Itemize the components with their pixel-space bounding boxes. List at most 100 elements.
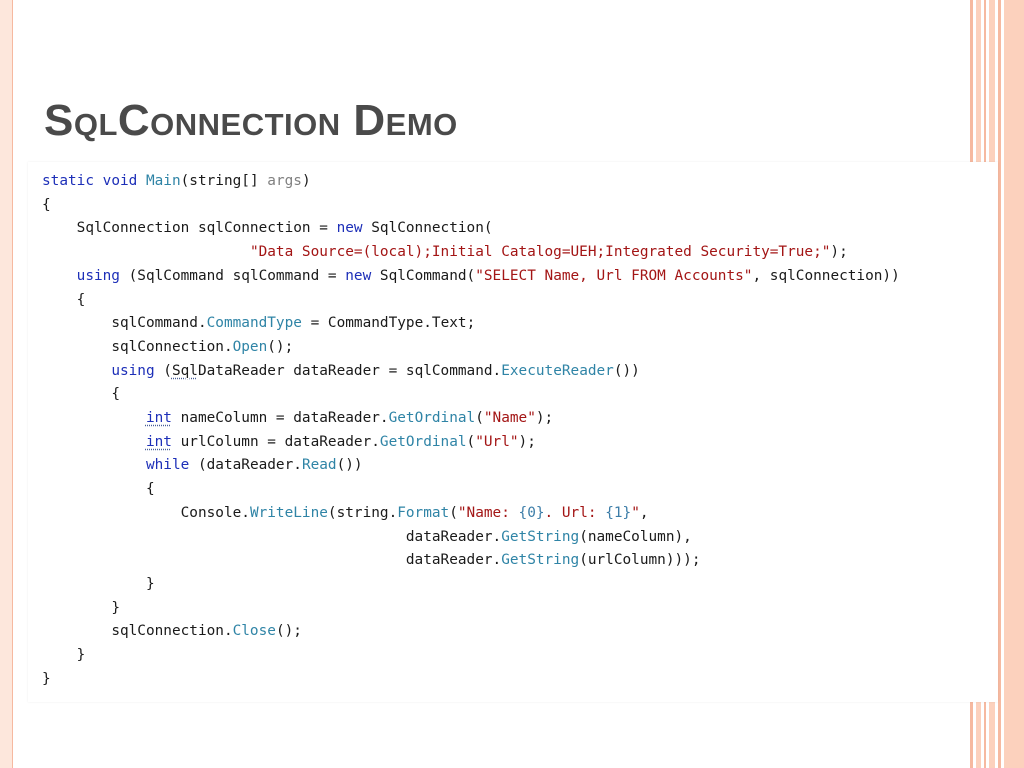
- code-token: "Name:: [457, 504, 519, 521]
- code-line: int urlColumn = dataReader.GetOrdinal("U…: [42, 434, 536, 450]
- code-token: , sqlConnection)): [752, 267, 900, 284]
- code-line: using (SqlCommand sqlCommand = new SqlCo…: [42, 268, 900, 284]
- code-token: "Url": [475, 433, 519, 450]
- code-token: Format: [397, 504, 450, 521]
- code-token: while: [145, 457, 190, 474]
- code-token: int: [145, 410, 172, 427]
- code-token: ()): [613, 362, 640, 379]
- code-token: sqlConnection.: [111, 623, 233, 640]
- code-token: ()): [336, 457, 363, 474]
- code-line: int nameColumn = dataReader.GetOrdinal("…: [42, 410, 553, 426]
- code-token: ;: [466, 315, 476, 332]
- code-token: (string.: [327, 504, 398, 521]
- code-line: {: [42, 386, 120, 402]
- code-token: new: [336, 220, 363, 237]
- code-token: (: [466, 433, 476, 450]
- code-line: Console.WriteLine(string.Format("Name: {…: [42, 505, 649, 521]
- code-line: using (SqlDataReader dataReader = sqlCom…: [42, 363, 640, 379]
- code-token: GetOrdinal: [388, 410, 476, 427]
- code-token: {: [111, 386, 120, 403]
- code-token: Sql: [171, 362, 198, 379]
- code-line: }: [42, 647, 86, 664]
- code-token: using: [111, 362, 155, 379]
- code-token: GetOrdinal: [379, 433, 467, 450]
- code-token: "Data Source=(local);Initial Catalog=UEH…: [249, 244, 831, 261]
- code-line: {: [42, 481, 155, 497]
- code-token: {: [76, 291, 86, 308]
- code-line: dataReader.GetString(nameColumn),: [42, 529, 692, 545]
- code-token: void: [102, 173, 138, 189]
- code-token: ,: [639, 504, 649, 521]
- code-line: sqlConnection.Close();: [42, 623, 302, 639]
- code-token: (: [449, 504, 458, 521]
- code-screenshot: static void Main(string[] args) { SqlCon…: [28, 162, 998, 702]
- code-token: );: [535, 410, 554, 427]
- code-token: sqlConnection.: [111, 338, 233, 355]
- code-line: SqlConnection sqlConnection = new SqlCon…: [42, 220, 493, 236]
- code-line: }: [42, 670, 51, 687]
- code-token: (: [475, 410, 484, 427]
- code-token: (urlColumn)));: [579, 552, 701, 569]
- code-token: SqlConnection sqlConnection =: [42, 220, 337, 237]
- code-line: }: [42, 576, 155, 592]
- code-token: DataReader: [197, 362, 285, 379]
- code-token: }: [145, 575, 155, 592]
- code-token: dataReader = sqlCommand.: [284, 362, 502, 379]
- code-token: {1}: [605, 504, 632, 521]
- code-line: sqlConnection.Open();: [42, 339, 293, 355]
- code-token: GetString: [501, 552, 580, 569]
- code-line: while (dataReader.Read()): [42, 457, 363, 473]
- code-token: );: [830, 244, 848, 261]
- code-token: {: [145, 481, 155, 498]
- code-token: = CommandType.: [301, 315, 432, 332]
- code-token: Close: [232, 623, 276, 640]
- code-token: (string[]: [180, 173, 268, 189]
- code-token: ": [631, 504, 640, 521]
- code-line: {: [42, 291, 86, 308]
- code-token: SqlCommand(: [371, 267, 476, 284]
- code-token: CommandType: [206, 315, 302, 332]
- code-token: Main: [145, 173, 181, 189]
- code-token: "Name": [483, 410, 536, 427]
- code-line: dataReader.GetString(urlColumn)));: [42, 552, 701, 569]
- code-line: static void Main(string[] args): [42, 173, 311, 189]
- code-token: (dataReader.: [189, 457, 302, 474]
- code-token: GetString: [501, 528, 580, 545]
- code-token: ): [301, 173, 311, 189]
- slide-title: SqlConnection Demo: [44, 96, 458, 145]
- code-line: sqlCommand.CommandType = CommandType.Tex…: [42, 315, 475, 331]
- code-line: "Data Source=(local);Initial Catalog=UEH…: [42, 244, 848, 260]
- code-token: sqlCommand.: [111, 315, 207, 332]
- code-token: );: [518, 433, 536, 450]
- code-token: (SqlCommand sqlCommand =: [119, 267, 346, 284]
- code-token: (nameColumn),: [579, 528, 692, 545]
- code-token: new: [345, 267, 372, 284]
- code-token: dataReader.: [405, 552, 502, 569]
- code-token: ();: [267, 338, 294, 355]
- code-token: dataReader.: [405, 528, 502, 545]
- code-line: {: [42, 196, 51, 213]
- code-token: (: [154, 362, 172, 379]
- code-token: }: [76, 647, 86, 664]
- code-token: Text: [431, 315, 467, 332]
- left-border-decoration: [0, 0, 13, 768]
- code-token: urlColumn = dataReader.: [171, 433, 380, 450]
- code-block: static void Main(string[] args) { SqlCon…: [42, 170, 900, 691]
- code-token: nameColumn = dataReader.: [171, 410, 389, 427]
- code-token: {0}: [518, 504, 545, 521]
- code-token: ();: [275, 623, 302, 640]
- code-token: Read: [301, 457, 337, 474]
- code-token: using: [76, 267, 120, 284]
- code-token: static: [42, 173, 94, 189]
- code-token: ExecuteReader: [501, 362, 614, 379]
- code-token: "SELECT Name, Url FROM Accounts": [475, 267, 753, 284]
- code-token: args: [267, 173, 302, 189]
- code-token: Console.: [180, 504, 250, 521]
- code-line: }: [42, 600, 120, 616]
- code-token: }: [111, 599, 120, 616]
- code-token: SqlConnection(: [362, 220, 493, 237]
- code-token: int: [145, 433, 172, 450]
- code-token: WriteLine: [249, 504, 328, 521]
- code-token: Open: [232, 338, 268, 355]
